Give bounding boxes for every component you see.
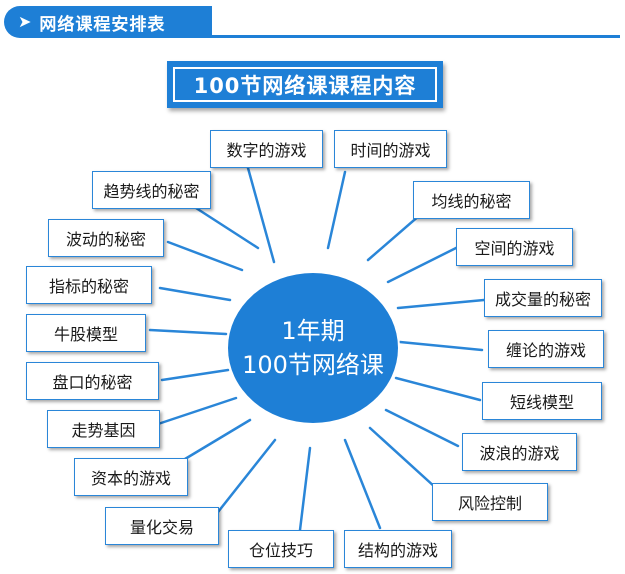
center-label-duration: 1年期 — [281, 317, 345, 345]
topic-box: 短线模型 — [482, 382, 602, 420]
ray-line — [396, 298, 486, 310]
topic-box: 指标的秘密 — [26, 266, 152, 304]
ray-line — [160, 368, 230, 382]
topic-box: 空间的游戏 — [456, 228, 573, 266]
ray-line — [343, 438, 382, 530]
ray-line — [216, 438, 277, 514]
topic-box: 缠论的游戏 — [488, 330, 604, 368]
ray-line — [166, 240, 244, 272]
center-label-course: 100节网络课 — [242, 351, 384, 379]
ray-line — [384, 408, 460, 448]
topic-box: 波动的秘密 — [48, 219, 164, 257]
topic-box: 数字的游戏 — [210, 130, 323, 168]
topic-box: 盘口的秘密 — [26, 362, 159, 400]
ray-line — [394, 376, 482, 402]
triangle-right-icon: ➤ — [18, 12, 32, 31]
topic-box: 走势基因 — [47, 410, 160, 448]
topic-box: 量化交易 — [105, 507, 219, 545]
topic-box: 趋势线的秘密 — [92, 171, 211, 209]
ray-line — [326, 170, 347, 250]
ray-line — [178, 418, 252, 464]
header-underline — [204, 35, 620, 38]
center-circle: 1年期 100节网络课 — [228, 273, 398, 423]
ray-line — [298, 446, 312, 532]
title-inner-border — [173, 67, 437, 102]
diagram-title-box: 100节网络课课程内容 — [167, 61, 443, 108]
section-title: 网络课程安排表 — [39, 14, 166, 35]
diagram-title: 100节网络课课程内容 — [193, 73, 417, 98]
topic-box: 风险控制 — [432, 483, 548, 521]
section-header-tab: ➤ 网络课程安排表 — [4, 6, 212, 38]
ray-line — [148, 328, 228, 336]
ray-line — [398, 340, 484, 352]
section-header: ➤ 网络课程安排表 — [4, 6, 620, 38]
topic-box: 波浪的游戏 — [462, 433, 577, 471]
topic-box: 牛股模型 — [26, 314, 146, 352]
topic-box: 仓位技巧 — [228, 530, 334, 568]
topic-box: 成交量的秘密 — [484, 279, 602, 317]
ray-line — [368, 426, 438, 490]
ray-line — [194, 206, 260, 250]
topic-box: 结构的游戏 — [344, 530, 452, 568]
ray-line — [158, 286, 232, 302]
ray-line — [246, 166, 276, 264]
topic-box: 时间的游戏 — [334, 130, 447, 168]
topic-box: 资本的游戏 — [74, 458, 188, 496]
ray-line — [386, 243, 464, 284]
ray-line — [150, 396, 238, 428]
topic-box: 均线的秘密 — [413, 181, 530, 219]
